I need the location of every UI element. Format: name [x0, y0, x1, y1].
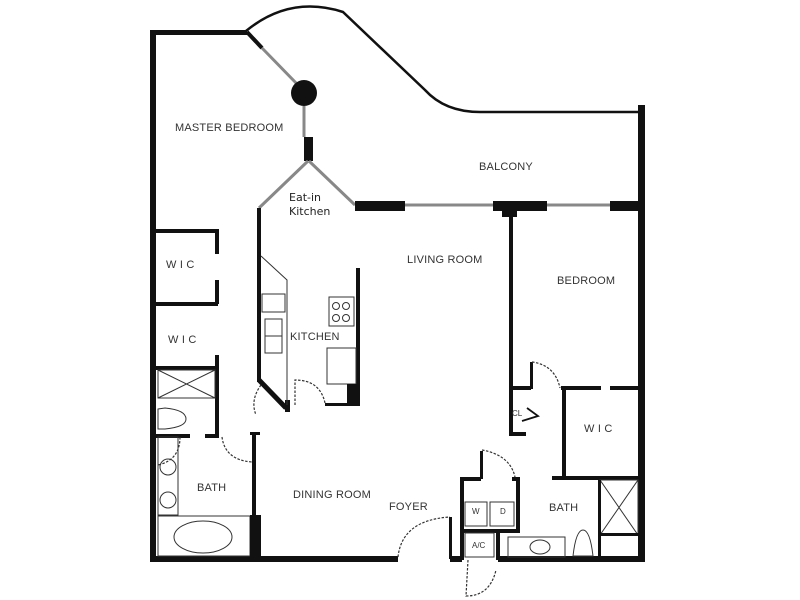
shower: [157, 369, 216, 399]
balcony-windows: [245, 30, 640, 211]
label-bath: BATH: [549, 502, 578, 514]
master-suite-walls: [156, 229, 261, 557]
label-dryer: D: [500, 507, 506, 516]
room-labels: MASTER BEDROOM BALCONY Eat-in Kitchen LI…: [166, 122, 615, 550]
label-eat-in-kitchen: Kitchen: [289, 205, 330, 218]
stove: [328, 296, 355, 327]
label-bedroom: BEDROOM: [557, 275, 615, 287]
label-dining-room: DINING ROOM: [293, 489, 371, 501]
outer-walls: [150, 5, 645, 562]
label-master-bedroom: MASTER BEDROOM: [175, 122, 284, 134]
toilet-2: [572, 529, 594, 557]
label-closet: CL: [512, 409, 523, 418]
label-ac: A/C: [472, 541, 486, 550]
refrigerator: [326, 347, 357, 385]
column: [291, 80, 317, 106]
bath-laundry-walls: [460, 449, 640, 597]
label-wic-1: W I C: [166, 259, 195, 271]
toilet: [157, 407, 187, 430]
label-washer: W: [472, 507, 480, 516]
label-living-room: LIVING ROOM: [407, 254, 483, 266]
label-wic-3: W I C: [584, 423, 613, 435]
label-foyer: FOYER: [389, 501, 428, 513]
label-balcony: BALCONY: [479, 161, 533, 173]
label-eat-in: Eat-in: [289, 191, 321, 204]
bedroom-walls: [502, 210, 645, 480]
bathtub: [173, 520, 233, 554]
label-kitchen: KITCHEN: [290, 331, 340, 343]
label-wic-2: W I C: [168, 334, 197, 346]
front-door-swing: [397, 516, 451, 558]
label-master-bath: BATH: [197, 482, 226, 494]
kitchen-walls: [253, 208, 360, 416]
